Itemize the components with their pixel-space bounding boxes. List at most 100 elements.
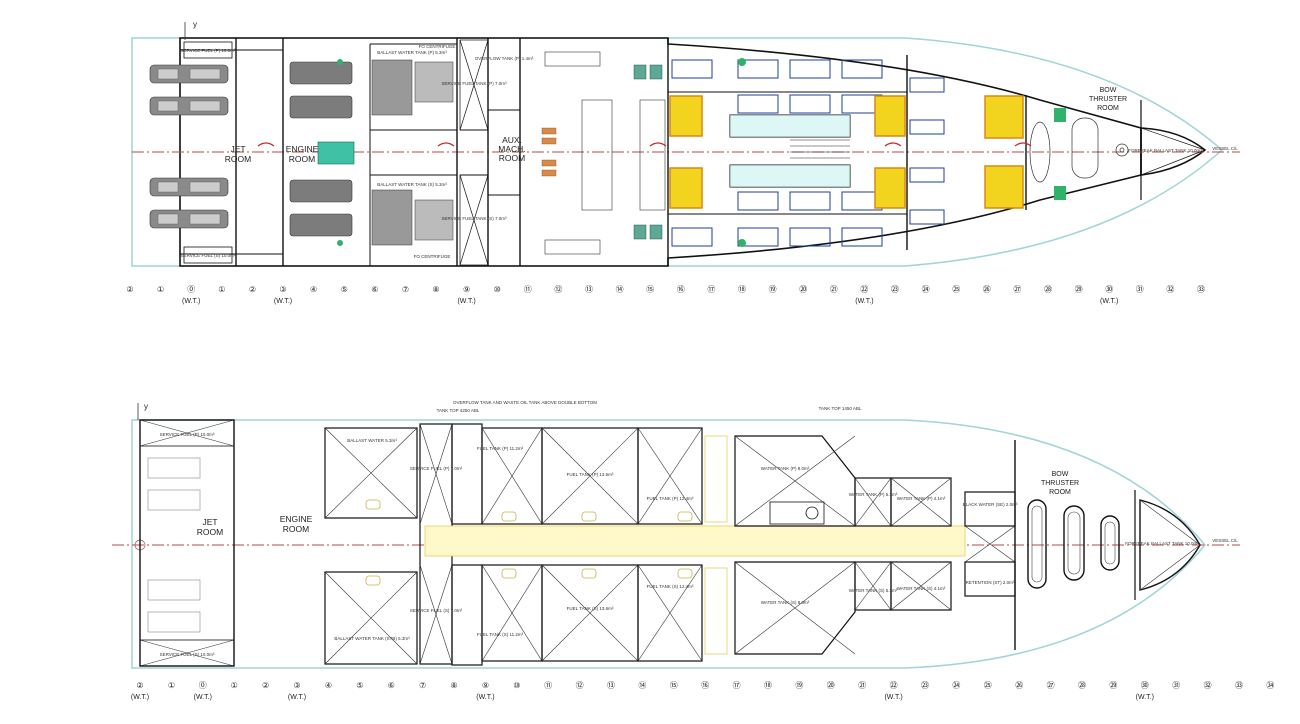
frame-number: ② [126,285,133,294]
watertight-label: (W.T.) [194,694,212,701]
frame-number: ③ [279,285,286,294]
top-fo-centrifuge-bottom: FO CENTRIFUGE [414,254,451,259]
frame-number: ⑯ [677,285,685,294]
frame-number: ⑱ [764,681,772,690]
top-aux-label-1: AUX. [502,135,522,145]
bottom-black-water: BLACK WATER (SE) 2.0m³ [963,502,1018,507]
frame-number: ⑧ [450,681,457,690]
watertight-label: (W.T.) [288,694,306,701]
frame-number: ㉕ [952,285,960,294]
bottom-fuel-5: FUEL TANK (S) 13.6m³ [567,606,614,611]
bottom-fuel-6: FUEL TANK (S) 12.4m³ [647,584,694,589]
bottom-hull-outline [131,419,1206,669]
top-engine-room-label-1: ENGINE [286,144,319,154]
frame-number: ⑩ [494,285,501,294]
top-deck-plan: y VESSEL C/L [131,20,1240,267]
frame-number: ㉕ [984,681,992,690]
frame-number: ㉝ [1235,681,1243,690]
bottom-serv-fuel-p: SERVICE FUEL (P) 7.0m³ [410,466,463,471]
top-overflow-tank: OVERFLOW TANK (P) 1.4m³ [475,56,534,61]
bottom-fuel-1: FUEL TANK (P) 11.2m³ [477,446,524,451]
watertight-label: (W.T.) [476,694,494,701]
frame-number: ㉔ [952,681,960,690]
watertight-label: (W.T.) [131,694,149,701]
bottom-tank-top-aft: TANK TOP 4250 ABL [437,408,480,413]
top-bow-label-2: THRUSTER [1089,96,1127,103]
frame-number: ㉛ [1172,681,1180,690]
bottom-bow-label-1: BOW [1052,471,1069,478]
frame-number: ⑲ [795,681,803,690]
frame-number: ㉙ [1075,285,1083,294]
frame-number: ⑲ [769,285,777,294]
watertight-label: (W.T.) [1136,694,1154,701]
frame-number: ㉘ [1044,285,1052,294]
frame-number: ⑤ [356,681,363,690]
bottom-deck-plan: y VESSEL C/L SERVICE FUEL (P) 10.0m³ SER… [112,400,1240,669]
frame-number: ② [262,681,269,690]
frame-number: ㉗ [1047,681,1055,690]
frame-number: ⑬ [607,681,615,690]
watertight-label: (W.T.) [274,298,292,305]
frame-number: ② [249,285,256,294]
frame-number: ① [231,681,238,690]
bottom-vessel-cl-label: VESSEL C/L [1212,538,1238,543]
top-jet-room-label-1: JET [230,144,245,154]
top-bow-label-3: ROOM [1097,105,1119,112]
frame-number: ㉒ [860,285,868,294]
frame-number: ㉝ [1197,285,1205,294]
top-bunks [671,59,945,247]
frame-number: ㉙ [1109,681,1117,690]
bottom-service-fuel-p: SERVICE FUEL (P) 10.0m³ [160,432,215,437]
bottom-fuel-4: FUEL TANK (S) 11.2m³ [477,632,524,637]
top-axis-label: y [193,20,197,29]
frame-number: ⑫ [576,681,584,690]
frame-number: ⑪ [544,681,552,690]
jet-units [149,64,229,229]
frame-number: ㉖ [983,285,991,294]
frame-number: ⑮ [670,681,678,690]
frame-number: ⑰ [707,285,715,294]
watertight-label: (W.T.) [855,298,873,305]
frame-number: ⑧ [432,285,439,294]
frame-number: ② [136,681,143,690]
frame-number: ⑯ [701,681,709,690]
bottom-fuel-3: FUEL TANK (P) 12.4m³ [647,496,694,501]
frame-number: ③ [293,681,300,690]
bottom-axis-label: y [144,402,148,411]
frame-number: ⑦ [402,285,409,294]
frame-number: ⑨ [463,285,470,294]
frame-number: ㉔ [922,285,930,294]
bottom-forepeak-label: FOREPEAK BALLAST TANK 10.0m³ [1125,541,1199,546]
frame-number: ① [218,285,225,294]
watertight-label: (W.T.) [884,694,902,701]
frame-number: ⑰ [733,681,741,690]
bottom-tank-top-fwd: TANK TOP 1450 ABL [819,406,862,411]
bottom-engine-room-label-2: ROOM [283,524,309,534]
frame-number: ⑨ [482,681,489,690]
top-ballast-s-label: BALLAST WATER TANK (S) 5.3m³ [377,182,447,187]
top-aux-label-3: ROOM [499,153,525,163]
top-engine-room-label-2: ROOM [289,154,315,164]
frame-number: ㉞ [1266,681,1274,690]
frame-number: ㉑ [830,285,838,294]
bottom-service-fuel-s: SERVICE FUEL (S) 10.0m³ [160,652,215,657]
bottom-engine-room-label-1: ENGINE [280,514,313,524]
bottom-bow-label-3: ROOM [1049,489,1071,496]
frame-number: ⑭ [638,681,646,690]
bottom-ballast-s: BALLAST WATER TANK (STB) 5.3m³ [334,636,410,641]
frame-number: ㉖ [1015,681,1023,690]
top-vessel-cl-label: VESSEL C/L [1212,146,1238,151]
frame-number: ① [168,681,175,690]
top-ballast-p-label: BALLAST WATER TANK (P) 5.3m³ [377,50,447,55]
bottom-water-4: WATER TANK (S) 8.0m³ [761,600,810,605]
frame-number: ⑭ [616,285,624,294]
frame-number: ㉓ [921,681,929,690]
frame-number: ⓪ [199,681,207,690]
bottom-bow-label-2: THRUSTER [1041,480,1079,487]
frame-number: ㉗ [1013,285,1021,294]
top-cabin-orange [669,95,1024,209]
frame-number: ⑦ [419,681,426,690]
